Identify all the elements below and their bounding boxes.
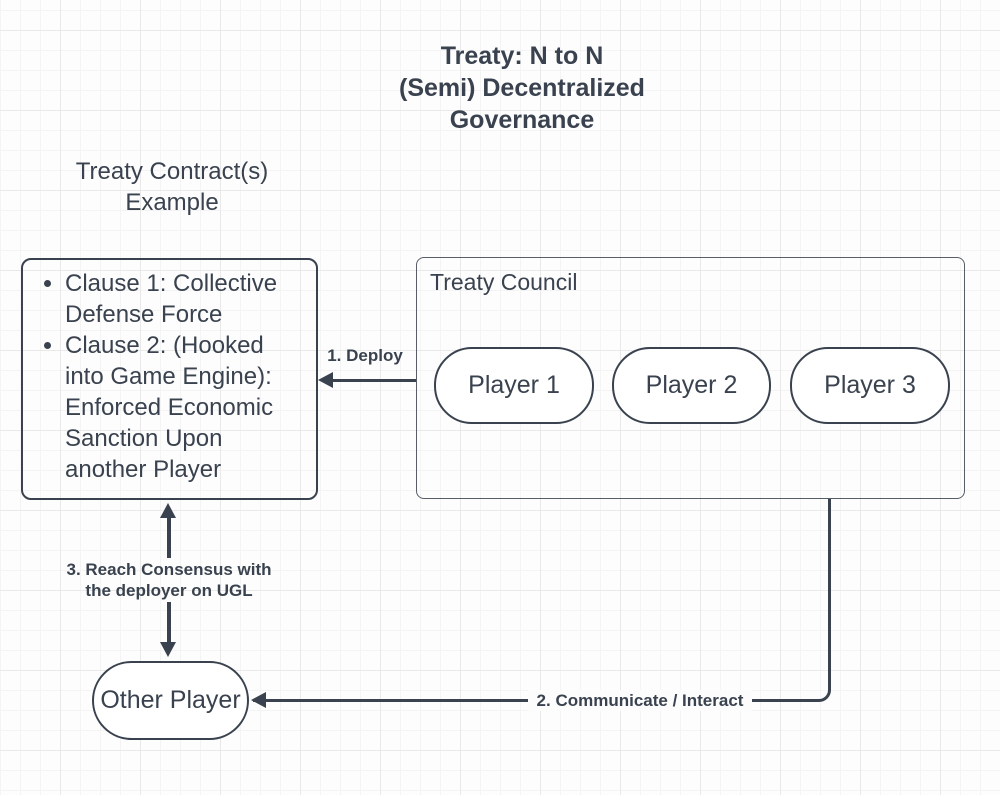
title-line-2: (Semi) Decentralized bbox=[399, 74, 645, 102]
consensus-arrowhead-down-icon bbox=[160, 642, 176, 657]
clause-item-2: Clause 2: (Hooked into Game Engine): Enf… bbox=[65, 330, 304, 485]
subtitle-line-2: Example bbox=[125, 189, 219, 216]
treaty-contract-clauses-box: Clause 1: Collective Defense Force Claus… bbox=[21, 258, 318, 500]
treaty-council-label: Treaty Council bbox=[430, 269, 578, 295]
communicate-arrowhead-left-icon bbox=[251, 692, 266, 708]
communicate-arrow-elbow bbox=[253, 499, 831, 702]
player-3-label: Player 3 bbox=[824, 371, 916, 399]
player-1-label: Player 1 bbox=[468, 371, 560, 399]
subtitle-line-1: Treaty Contract(s) bbox=[75, 158, 269, 185]
consensus-label-line-2: the deployer on UGL bbox=[85, 581, 253, 600]
player-2-shape: Player 2 bbox=[612, 347, 771, 424]
player-1-shape: Player 1 bbox=[434, 347, 594, 424]
player-2-label: Player 2 bbox=[645, 371, 738, 399]
title-line-3: Governance bbox=[449, 106, 595, 134]
consensus-arrow-line-bottom bbox=[167, 602, 171, 644]
consensus-arrow-line-top bbox=[167, 515, 171, 558]
deploy-arrowhead-left-icon bbox=[318, 372, 333, 388]
other-player-label: Other Player bbox=[100, 686, 241, 714]
diagram-title: Treaty: N to N (Semi) Decentralized Gove… bbox=[312, 40, 732, 136]
consensus-label-line-1: 3. Reach Consensus with bbox=[66, 560, 272, 579]
clause-list: Clause 1: Collective Defense Force Claus… bbox=[23, 268, 316, 485]
deploy-edge-label: 1. Deploy bbox=[327, 346, 403, 365]
other-player-shape: Other Player bbox=[92, 661, 249, 740]
communicate-edge-label: 2. Communicate / Interact bbox=[528, 690, 752, 711]
consensus-arrowhead-up-icon bbox=[160, 503, 176, 518]
deploy-arrow-line bbox=[329, 379, 416, 382]
consensus-edge-label: 3. Reach Consensus with the deployer on … bbox=[50, 559, 288, 601]
clause-item-1: Clause 1: Collective Defense Force bbox=[65, 268, 304, 330]
title-line-1: Treaty: N to N bbox=[440, 42, 604, 70]
player-3-shape: Player 3 bbox=[790, 347, 950, 424]
treaty-council-box: Treaty Council bbox=[416, 257, 965, 499]
treaty-contract-example-label: Treaty Contract(s) Example bbox=[50, 156, 294, 218]
